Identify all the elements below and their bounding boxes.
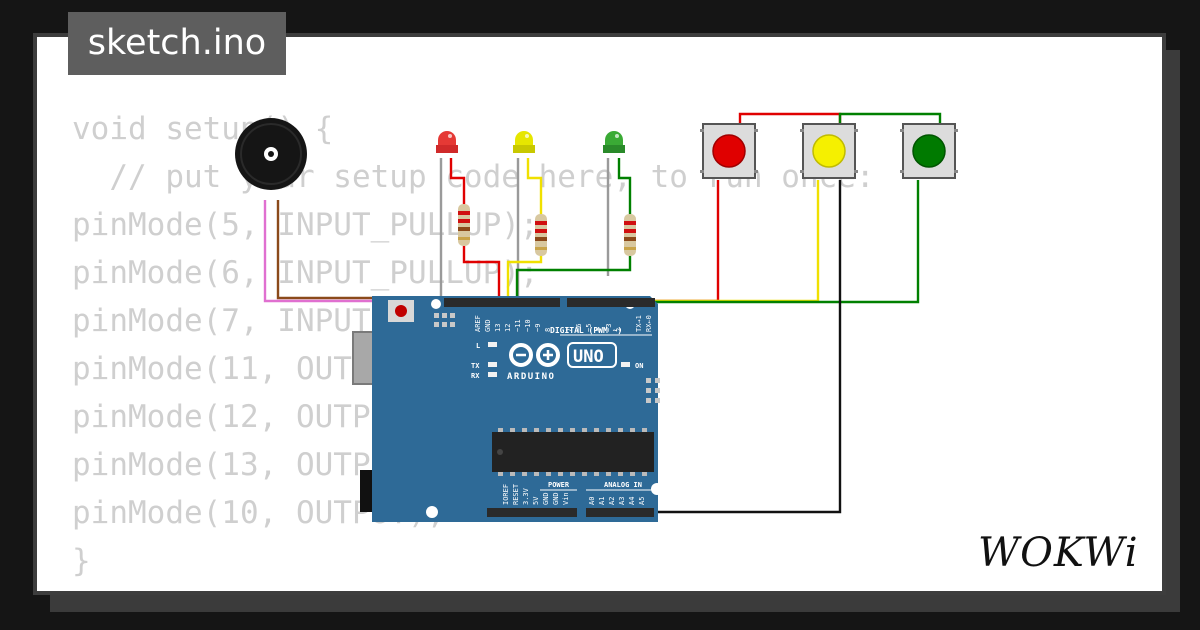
- resistor[interactable]: [624, 214, 636, 256]
- pin-label: 13: [494, 324, 502, 332]
- arduino-uno-board[interactable]: [352, 296, 663, 522]
- pin-labels-top: AREF GND 13 12 ~11 ~10 ~9 8 7 ~6 ~5 4 ~3…: [474, 315, 653, 332]
- header-digital-low: [567, 298, 655, 307]
- wire-red: [462, 246, 501, 300]
- wire-yellow: [506, 256, 543, 300]
- yellow-pushbutton[interactable]: [800, 123, 858, 179]
- led-on-label: ON: [635, 362, 643, 370]
- pin-label: ~5: [585, 324, 593, 332]
- pin-label: 7: [565, 328, 573, 332]
- pin-label: ~9: [534, 324, 542, 332]
- pin-label: Vin: [562, 492, 570, 505]
- led-l-label: L: [476, 342, 480, 350]
- file-tab[interactable]: sketch.ino: [68, 12, 286, 75]
- pin-label: ~10: [524, 319, 532, 332]
- resistor[interactable]: [535, 214, 547, 256]
- wire-green: [515, 256, 632, 300]
- pin-label: A0: [588, 497, 596, 505]
- pin-label: A5: [638, 497, 646, 505]
- green-pushbutton[interactable]: [900, 123, 958, 179]
- wire-green: [838, 112, 942, 126]
- pin-labels-bottom: IOREF RESET 3.3V 5V GND GND Vin A0 A1 A2…: [502, 483, 646, 505]
- pin-label: GND: [484, 319, 492, 332]
- red-pushbutton[interactable]: [700, 123, 758, 179]
- wire-brown: [276, 200, 430, 300]
- pin-label: RESET: [512, 483, 520, 505]
- wire-red: [449, 158, 466, 204]
- wire-yellow: [526, 158, 543, 214]
- pin-label: AREF: [474, 315, 482, 332]
- pin-label: A4: [628, 497, 636, 505]
- atmega-chip: [492, 432, 654, 472]
- code-line: }: [72, 543, 91, 579]
- pin-label: 12: [504, 324, 512, 332]
- board-brand: ARDUINO: [507, 372, 555, 382]
- code-line: pinMode(5, INPUT_PULLUP);: [72, 207, 539, 243]
- pin-label: 3.3V: [522, 487, 530, 505]
- pin-label: GND: [542, 492, 550, 505]
- pin-label: A2: [608, 497, 616, 505]
- code-line: pinMode(6, INPUT_PULLUP);: [72, 255, 539, 291]
- header-analog: [586, 508, 654, 517]
- header-power: [487, 508, 577, 517]
- wire-yellow: [584, 180, 820, 303]
- pin-label: 5V: [532, 496, 540, 505]
- pin-label: A1: [598, 497, 606, 505]
- pin-label: GND: [552, 492, 560, 505]
- wire-red: [574, 180, 720, 303]
- pin-label: RX←0: [645, 315, 653, 332]
- digital-header-label: DIGITAL (PWM ~): [550, 326, 622, 335]
- wire-green: [594, 180, 920, 304]
- resistor[interactable]: [458, 204, 470, 246]
- led-rx-label: RX: [471, 372, 480, 380]
- uno-badge: [567, 342, 617, 368]
- pin-label: TX→1: [635, 315, 643, 332]
- pin-label: IOREF: [502, 484, 510, 505]
- pin-label: 2: [615, 328, 623, 332]
- header-digital-high: [444, 298, 560, 307]
- board-model: UNO: [573, 347, 604, 367]
- wokwi-logo-text: WOKWi: [978, 530, 1139, 576]
- analog-label: ANALOG IN: [604, 481, 642, 489]
- pin-label: A3: [618, 497, 626, 505]
- red-led[interactable]: [436, 131, 458, 153]
- pin-label: 4: [595, 328, 603, 332]
- pin-label: ~3: [605, 324, 613, 332]
- led-tx-label: TX: [471, 362, 480, 370]
- green-led[interactable]: [603, 131, 625, 153]
- pin-label: ~11: [514, 319, 522, 332]
- wokwi-logo: WOKWi: [978, 530, 1139, 576]
- buzzer[interactable]: [235, 118, 307, 190]
- pin-label: ~6: [575, 324, 583, 332]
- wire-pink: [263, 200, 437, 303]
- wire-green: [617, 158, 632, 214]
- pin-label: 8: [544, 328, 552, 332]
- arduino-logo-icon: [509, 343, 560, 367]
- yellow-led[interactable]: [513, 131, 535, 153]
- power-label: POWER: [548, 481, 570, 489]
